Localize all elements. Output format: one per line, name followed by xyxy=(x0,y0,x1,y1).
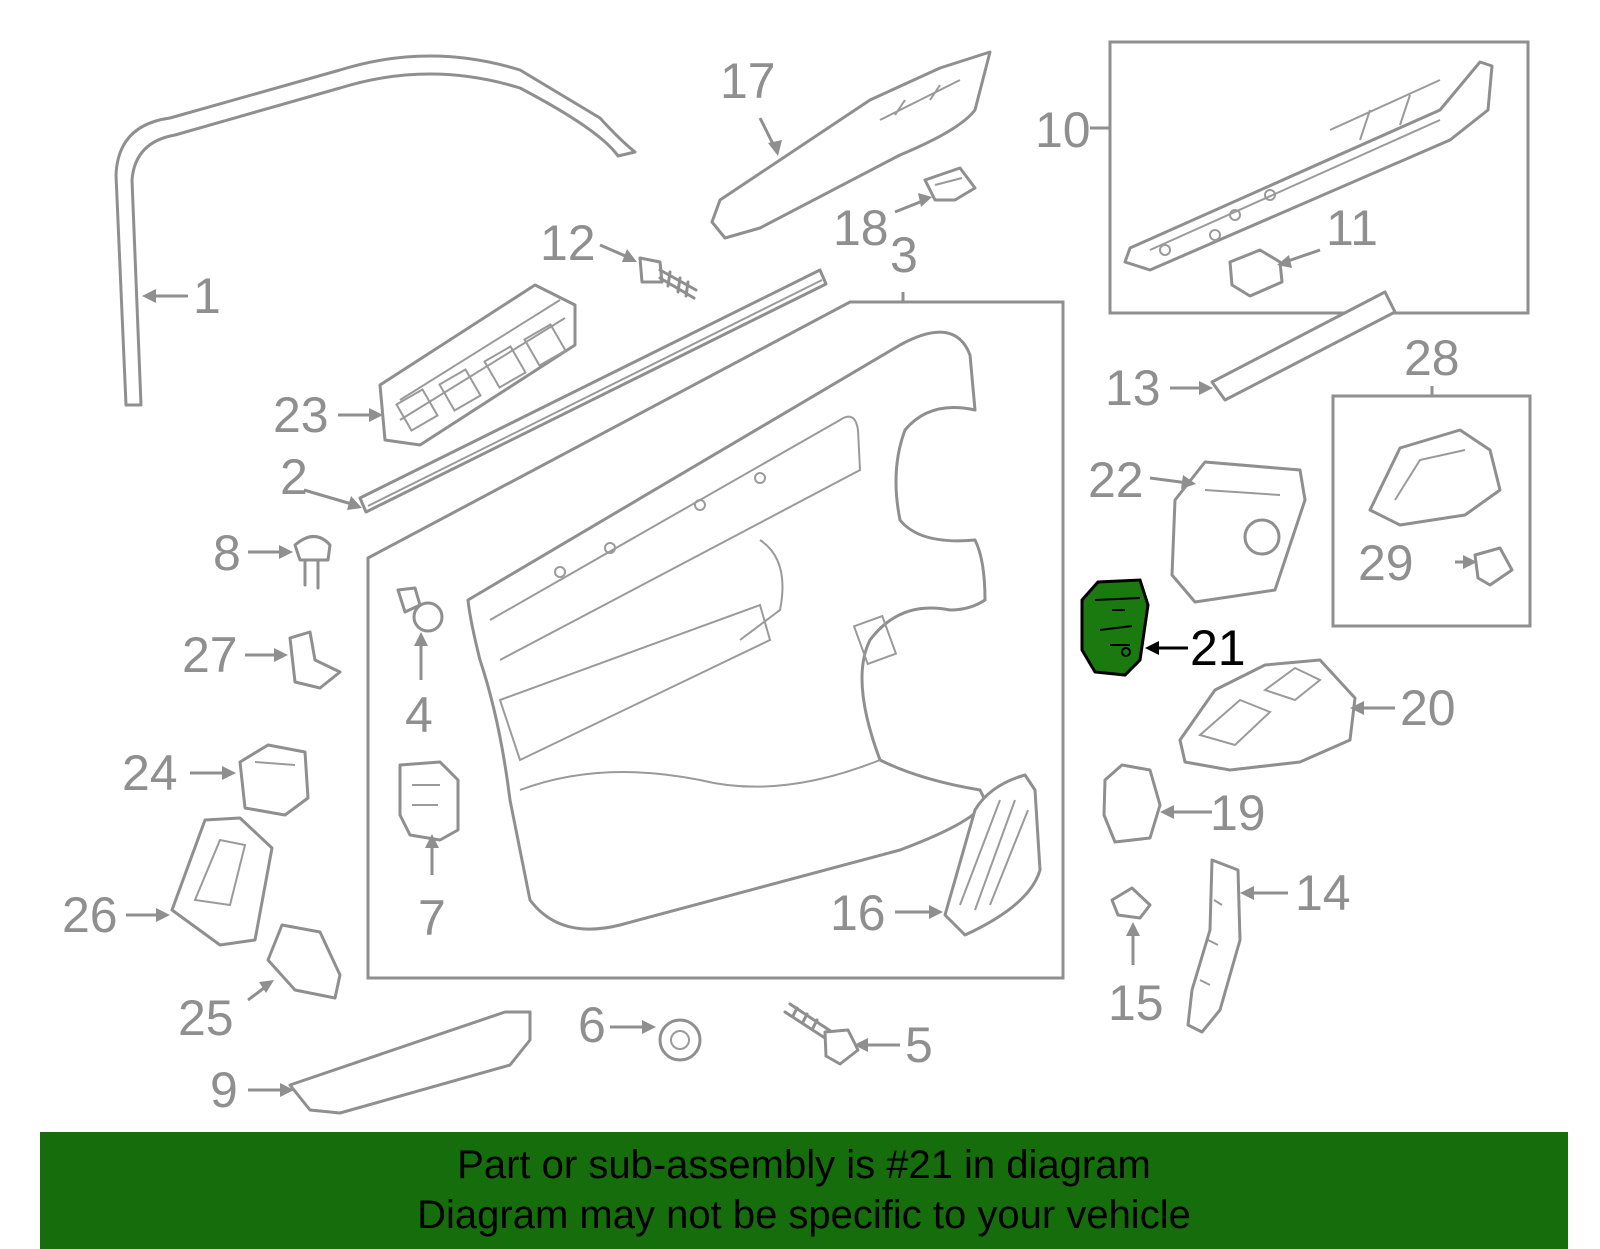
callout-10: 10 xyxy=(1035,102,1091,158)
part-13-trim-strip xyxy=(1210,290,1397,402)
part-12-bolt xyxy=(638,256,698,300)
callout-12: 12 xyxy=(540,215,596,271)
part-6-push-pin xyxy=(658,1018,702,1062)
callout-4: 4 xyxy=(405,687,433,743)
callout-3: 3 xyxy=(890,227,918,283)
part-27-retainer xyxy=(288,630,342,690)
part-26-handle-bezel xyxy=(170,816,274,947)
callout-19: 19 xyxy=(1210,785,1266,841)
callout-15: 15 xyxy=(1108,975,1164,1031)
part-14-pillar-trim xyxy=(1186,858,1242,1034)
part-8-clip xyxy=(293,535,332,590)
callout-6: 6 xyxy=(578,997,606,1053)
part-19-switch xyxy=(1102,763,1162,844)
callout-14: 14 xyxy=(1295,865,1351,921)
callout-1: 1 xyxy=(193,268,221,324)
callout-11: 11 xyxy=(1326,200,1378,256)
callout-9: 9 xyxy=(210,1062,238,1118)
part-17-upper-trim xyxy=(710,50,992,240)
callout-24: 24 xyxy=(122,745,178,801)
part-22-light-switch xyxy=(1170,460,1307,604)
callout-27: 27 xyxy=(182,627,238,683)
callout-20: 20 xyxy=(1400,680,1456,736)
part-2-belt-molding xyxy=(358,268,828,514)
banner-line-1: Part or sub-assembly is #21 in diagram xyxy=(457,1143,1151,1187)
part-16-speaker-grille xyxy=(943,773,1042,937)
part-28-frame-box xyxy=(1331,394,1532,628)
part-24-switch xyxy=(238,743,310,817)
part-25-switch-housing xyxy=(266,923,342,1000)
callout-leader-21 xyxy=(1145,641,1188,655)
part-20-window-switch-assembly xyxy=(1178,658,1357,772)
part-9-lower-trim xyxy=(288,1010,532,1115)
callout-17: 17 xyxy=(720,53,776,109)
part-5-screw xyxy=(783,1002,860,1066)
part-15-clip xyxy=(1110,886,1152,920)
callout-25: 25 xyxy=(178,990,234,1046)
callout-28: 28 xyxy=(1404,330,1460,386)
part-23-switch-panel xyxy=(378,283,577,447)
callout-leaders xyxy=(126,117,1477,1097)
part-18-clip xyxy=(923,166,977,202)
part-21-highlighted-switch xyxy=(1080,578,1150,677)
callout-7: 7 xyxy=(418,890,446,946)
callout-2: 2 xyxy=(280,449,308,505)
callout-5: 5 xyxy=(905,1017,933,1073)
callout-13: 13 xyxy=(1105,360,1161,416)
callout-16: 16 xyxy=(830,885,886,941)
callout-18: 18 xyxy=(833,200,889,256)
callout-21: 21 xyxy=(1190,620,1246,676)
part-10-frame-box xyxy=(1108,40,1530,315)
part-7-bracket xyxy=(398,760,460,842)
part-1-window-frame-seal xyxy=(114,54,637,407)
info-banner: Part or sub-assembly is #21 in diagram D… xyxy=(40,1132,1568,1249)
callout-8: 8 xyxy=(213,525,241,581)
callout-23: 23 xyxy=(273,387,329,443)
part-4-push-clip xyxy=(396,586,444,633)
part-3-door-panel-box xyxy=(366,300,1065,980)
callout-26: 26 xyxy=(62,887,118,943)
banner-line-2: Diagram may not be specific to your vehi… xyxy=(417,1193,1191,1237)
callout-29: 29 xyxy=(1358,535,1414,591)
callout-22: 22 xyxy=(1088,452,1144,508)
